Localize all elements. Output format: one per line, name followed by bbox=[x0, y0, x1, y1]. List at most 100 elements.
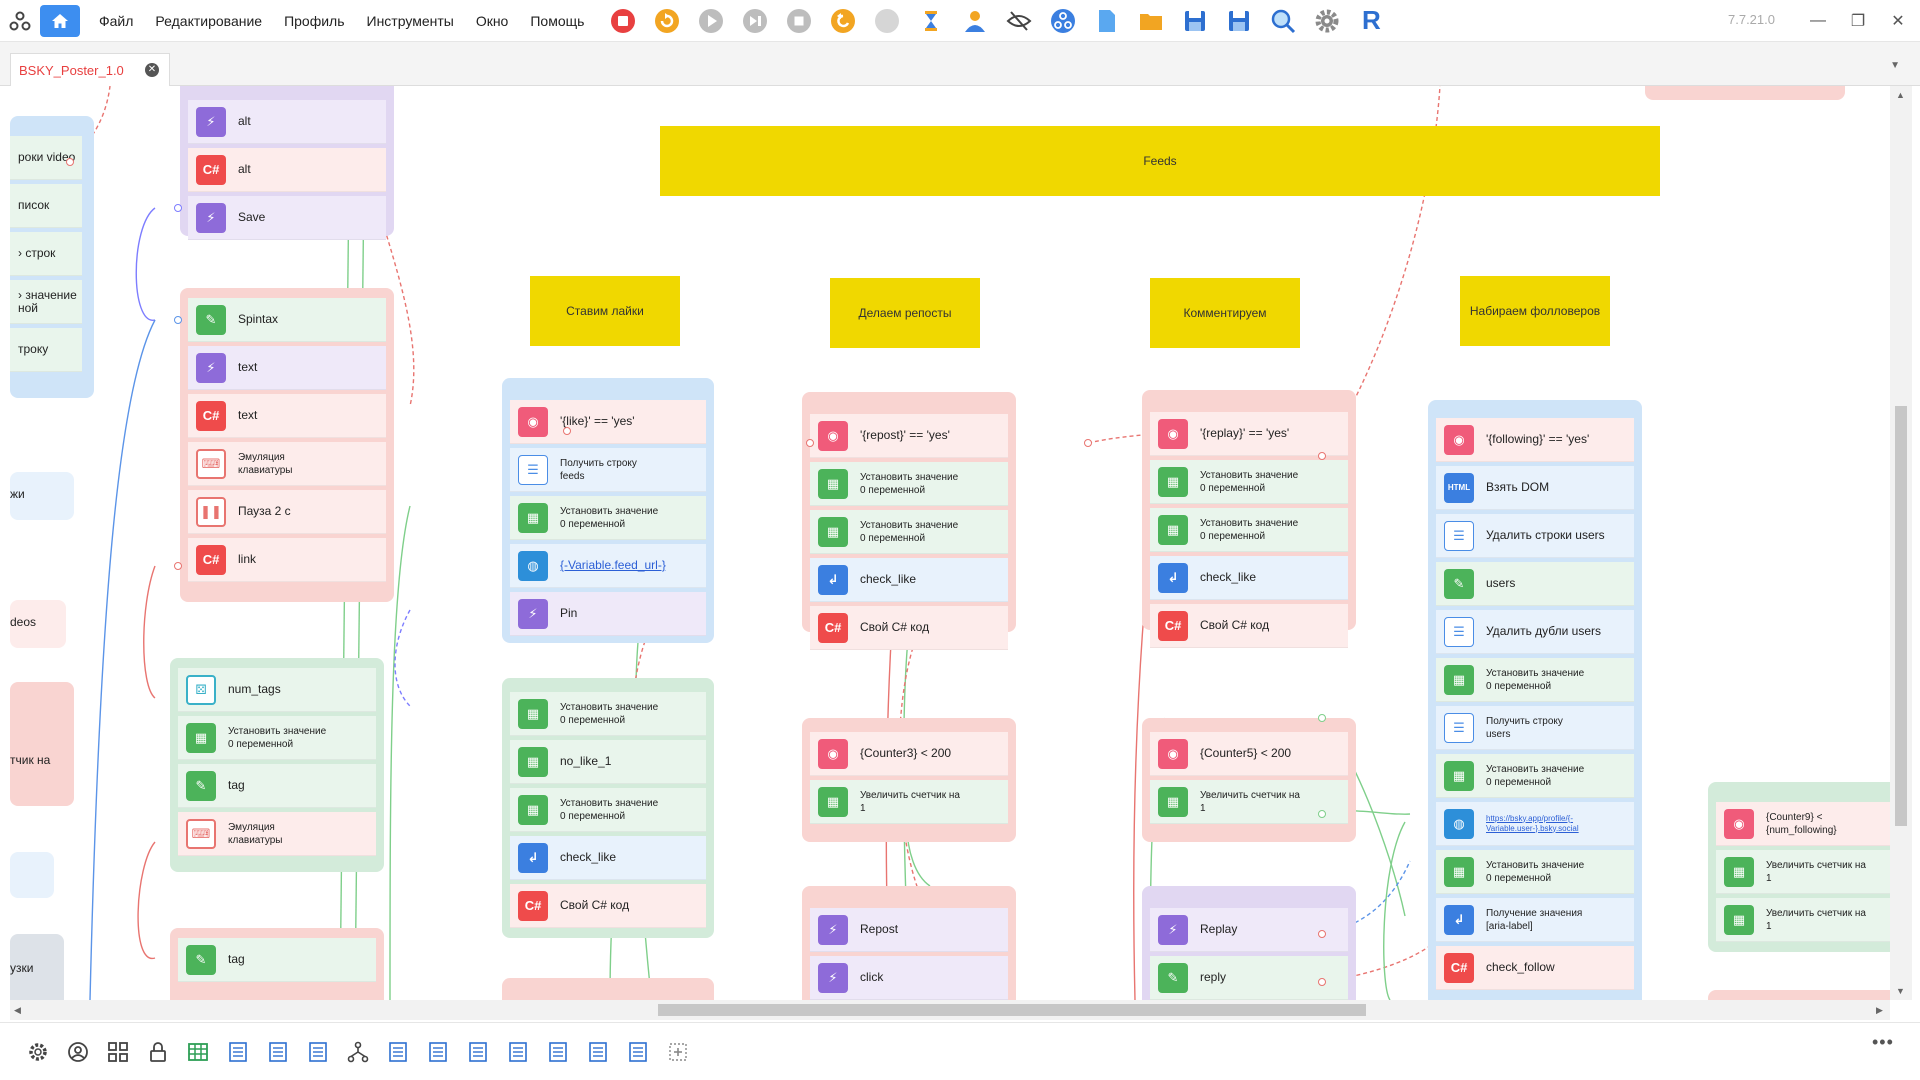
group-likes[interactable]: ◉'{like}' == 'yes' ☰Получить строку feed… bbox=[502, 378, 714, 643]
group-repost-counter[interactable]: ◉{Counter3} < 200 ▦Увеличить счетчик на … bbox=[802, 718, 1016, 842]
node-custom-csharp[interactable]: C#Свой C# код bbox=[510, 884, 706, 928]
node-set-value[interactable]: ▦Установить значение 0 переменной bbox=[810, 510, 1008, 554]
node-text[interactable]: ⚡text bbox=[188, 346, 386, 390]
port[interactable] bbox=[1318, 452, 1326, 460]
node[interactable]: писок bbox=[10, 184, 82, 228]
vertical-scrollbar[interactable]: ▲ ▼ bbox=[1890, 86, 1912, 1000]
node[interactable]: › значение ной bbox=[10, 280, 82, 324]
node-link[interactable]: C#link bbox=[188, 538, 386, 582]
node-left-fragment[interactable]: жи bbox=[10, 472, 74, 520]
group-col1-bottom[interactable]: ✎tag bbox=[170, 928, 384, 1000]
add-icon[interactable] bbox=[658, 1032, 698, 1072]
node-if-following[interactable]: ◉'{following}' == 'yes' bbox=[1436, 418, 1634, 462]
network-icon[interactable] bbox=[1041, 0, 1085, 42]
menu-window[interactable]: Окно bbox=[475, 12, 509, 29]
vertical-scroll-thumb[interactable] bbox=[1895, 406, 1907, 826]
port[interactable] bbox=[1318, 930, 1326, 938]
step-icon[interactable] bbox=[733, 0, 777, 42]
home-button[interactable] bbox=[40, 4, 80, 37]
node-pin[interactable]: ⚡Pin bbox=[510, 592, 706, 636]
node-num-tags[interactable]: ⚄num_tags bbox=[178, 668, 376, 712]
node-no-like[interactable]: ▦no_like_1 bbox=[510, 740, 706, 784]
menu-file[interactable]: Файл bbox=[99, 12, 134, 29]
group-col1-mid[interactable]: ✎Spintax ⚡text C#text ⌨Эмуляция клавиату… bbox=[180, 288, 394, 602]
node-if-counter3[interactable]: ◉{Counter3} < 200 bbox=[810, 732, 1008, 776]
node-check-like[interactable]: ↲check_like bbox=[510, 836, 706, 880]
close-button[interactable]: ✕ bbox=[1891, 13, 1905, 30]
node-delete-duplicates-users[interactable]: ☰Удалить дубли users bbox=[1436, 610, 1634, 654]
menu-profile[interactable]: Профиль bbox=[284, 12, 345, 29]
gear-icon[interactable] bbox=[18, 1032, 58, 1072]
node-save[interactable]: ⚡Save bbox=[188, 196, 386, 240]
node-left-fragment[interactable]: deos bbox=[10, 600, 66, 648]
timer-icon[interactable] bbox=[909, 0, 953, 42]
node-if-counter9[interactable]: ◉{Counter9} < {num_following} bbox=[1716, 802, 1890, 846]
node-check-like[interactable]: ↲check_like bbox=[1150, 556, 1348, 600]
node-custom-csharp[interactable]: C#Свой C# код bbox=[1150, 604, 1348, 648]
port[interactable] bbox=[1084, 439, 1092, 447]
list-icon[interactable] bbox=[578, 1032, 618, 1072]
group-likes-3[interactable] bbox=[502, 978, 714, 1000]
undo-icon[interactable] bbox=[821, 0, 865, 42]
node-if-like[interactable]: ◉'{like}' == 'yes' bbox=[510, 400, 706, 444]
node-check-follow[interactable]: C#check_follow bbox=[1436, 946, 1634, 990]
menu-edit[interactable]: Редактирование bbox=[155, 12, 263, 29]
horizontal-scroll-thumb[interactable] bbox=[658, 1004, 1366, 1016]
menu-help[interactable]: Помощь bbox=[530, 12, 585, 29]
port[interactable] bbox=[174, 204, 182, 212]
folder-icon[interactable] bbox=[1129, 0, 1173, 42]
node-set-value[interactable]: ▦Установить значение 0 переменной bbox=[1436, 754, 1634, 798]
node[interactable]: троку bbox=[10, 328, 82, 372]
node-custom-csharp[interactable]: C#Свой C# код bbox=[810, 606, 1008, 650]
project-canvas[interactable]: Feeds Ставим лайки Делаем репосты Коммен… bbox=[10, 86, 1890, 1000]
lock-icon[interactable] bbox=[138, 1032, 178, 1072]
node-set-value[interactable]: ▦Установить значение 0 переменной bbox=[1150, 460, 1348, 504]
node-increment-counter[interactable]: ▦Увеличить счетчик на 1 bbox=[1150, 780, 1348, 824]
node[interactable]: роки video bbox=[10, 136, 82, 180]
list-icon[interactable] bbox=[378, 1032, 418, 1072]
node-navigate-feed-url[interactable]: ◍{-Variable.feed_url-} bbox=[510, 544, 706, 588]
list-icon[interactable] bbox=[618, 1032, 658, 1072]
scroll-up-icon[interactable]: ▲ bbox=[1896, 90, 1905, 100]
node-increment-counter[interactable]: ▦Увеличить счетчик на 1 bbox=[1716, 898, 1890, 942]
group-col1-green[interactable]: ⚄num_tags ▦Установить значение 0 перемен… bbox=[170, 658, 384, 872]
list-icon[interactable] bbox=[538, 1032, 578, 1072]
sticky-reposts[interactable]: Делаем репосты bbox=[830, 278, 980, 348]
list-icon[interactable] bbox=[498, 1032, 538, 1072]
hide-icon[interactable] bbox=[997, 0, 1041, 42]
node-replay[interactable]: ⚡Replay bbox=[1150, 908, 1348, 952]
node-alt-csharp[interactable]: C#alt bbox=[188, 148, 386, 192]
tab-list-chevron-icon[interactable]: ▼ bbox=[1890, 60, 1900, 71]
port[interactable] bbox=[806, 439, 814, 447]
stop-icon[interactable] bbox=[777, 0, 821, 42]
node-spintax[interactable]: ✎Spintax bbox=[188, 298, 386, 342]
node-set-value[interactable]: ▦Установить значение 0 переменной bbox=[510, 692, 706, 736]
node-alt[interactable]: ⚡alt bbox=[188, 100, 386, 144]
node-get-row-users[interactable]: ☰Получить строку users bbox=[1436, 706, 1634, 750]
list-icon[interactable] bbox=[458, 1032, 498, 1072]
menu-tools[interactable]: Инструменты bbox=[366, 12, 454, 29]
node-increment-counter[interactable]: ▦Увеличить счетчик на 1 bbox=[810, 780, 1008, 824]
node-left-fragment[interactable] bbox=[10, 852, 54, 898]
node-set-value[interactable]: ▦Установить значение 0 переменной bbox=[178, 716, 376, 760]
group-comment-actions[interactable]: ⚡Replay ✎reply bbox=[1142, 886, 1356, 1000]
save-icon[interactable] bbox=[1173, 0, 1217, 42]
port[interactable] bbox=[174, 316, 182, 324]
maximize-button[interactable]: ❐ bbox=[1850, 13, 1866, 30]
node-if-repost[interactable]: ◉'{repost}' == 'yes' bbox=[810, 414, 1008, 458]
group-col1-top[interactable]: ⚡alt C#alt ⚡Save bbox=[180, 86, 394, 240]
node-if-replay[interactable]: ◉'{replay}' == 'yes' bbox=[1150, 412, 1348, 456]
node-set-value[interactable]: ▦Установить значение 0 переменной bbox=[1150, 508, 1348, 552]
node-set-value[interactable]: ▦Установить значение 0 переменной bbox=[1436, 850, 1634, 894]
node-delete-rows-users[interactable]: ☰Удалить строки users bbox=[1436, 514, 1634, 558]
node-tag[interactable]: ✎tag bbox=[178, 938, 376, 982]
node[interactable]: › строк bbox=[10, 232, 82, 276]
sticky-comments[interactable]: Комментируем bbox=[1150, 278, 1300, 348]
node-reply[interactable]: ✎reply bbox=[1150, 956, 1348, 1000]
node-if-counter5[interactable]: ◉{Counter5} < 200 bbox=[1150, 732, 1348, 776]
node-set-value[interactable]: ▦Установить значение 0 переменной bbox=[1436, 658, 1634, 702]
search-icon[interactable] bbox=[1261, 0, 1305, 42]
node-click[interactable]: ⚡click bbox=[810, 956, 1008, 1000]
